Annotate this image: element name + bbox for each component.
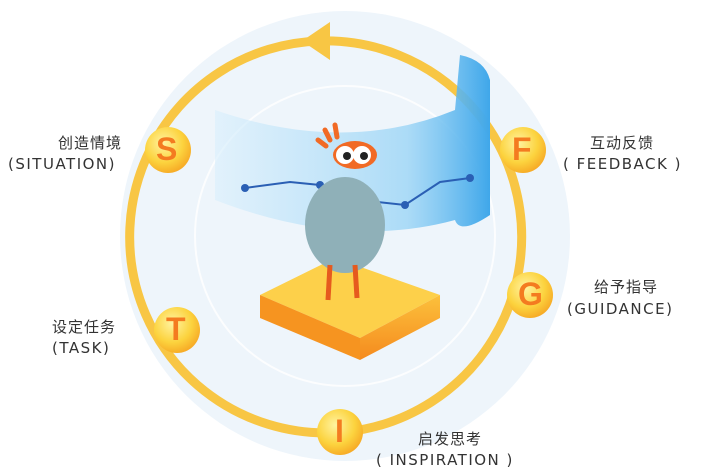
guidance-cn: 给予指导 [594, 278, 659, 296]
feedback-cn: 互动反馈 [590, 134, 655, 152]
letter-g: G [518, 276, 544, 312]
letter-t: T [166, 311, 187, 347]
letter-f: F [512, 131, 533, 167]
letter-s: S [156, 131, 179, 167]
task-cn: 设定任务 [52, 318, 117, 336]
mascot-character [305, 122, 385, 301]
situation-cn: 创造情境 [58, 134, 123, 152]
letter-i: I [335, 413, 345, 449]
guidance-en: (GUIDANCE) [567, 300, 674, 318]
task-en: (TASK) [52, 339, 111, 357]
arrow-head-icon [302, 22, 330, 60]
platform [260, 258, 440, 360]
feedback-en: ( FEEDBACK ) [563, 155, 682, 173]
inspiration-en: ( INSPIRATION ) [376, 451, 514, 469]
situation-en: (SITUATION) [8, 155, 117, 173]
inspiration-cn: 启发思考 [418, 430, 483, 448]
